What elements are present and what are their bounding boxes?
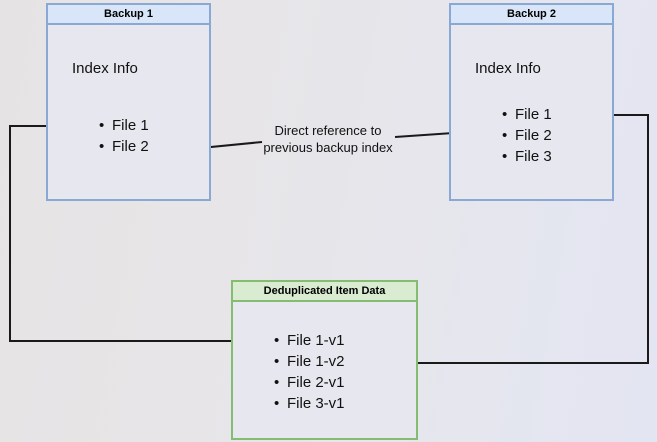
dedup-file-list: File 1-v1 File 1-v2 File 2-v1 File 3-v1 bbox=[274, 330, 345, 414]
backup1-file-list: File 1 File 2 bbox=[99, 115, 149, 157]
list-item[interactable]: File 1-v1 bbox=[274, 330, 345, 351]
box-backup2-body: Index Info File 1 File 2 File 3 bbox=[451, 25, 612, 199]
list-item[interactable]: File 3 bbox=[502, 146, 552, 167]
box-backup1-body: Index Info File 1 File 2 bbox=[48, 25, 209, 199]
box-dedup-body: File 1-v1 File 1-v2 File 2-v1 File 3-v1 bbox=[233, 302, 416, 438]
list-item[interactable]: File 2 bbox=[99, 136, 149, 157]
list-item[interactable]: File 1 bbox=[99, 115, 149, 136]
connector-label-direct-reference: Direct reference to previous backup inde… bbox=[263, 123, 393, 155]
box-backup2[interactable]: Backup 2 Index Info File 1 File 2 File 3 bbox=[449, 3, 614, 201]
backup1-index-info-label: Index Info bbox=[72, 60, 138, 77]
list-item[interactable]: File 3-v1 bbox=[274, 393, 345, 414]
box-backup1-title: Backup 1 bbox=[48, 5, 209, 25]
list-item[interactable]: File 2 bbox=[502, 125, 552, 146]
list-item[interactable]: File 1-v2 bbox=[274, 351, 345, 372]
backup2-file-list: File 1 File 2 File 3 bbox=[502, 104, 552, 167]
box-backup2-title: Backup 2 bbox=[451, 5, 612, 25]
box-backup1[interactable]: Backup 1 Index Info File 1 File 2 bbox=[46, 3, 211, 201]
backup2-index-info-label: Index Info bbox=[475, 60, 541, 77]
box-deduplicated-item-data[interactable]: Deduplicated Item Data File 1-v1 File 1-… bbox=[231, 280, 418, 440]
box-dedup-title: Deduplicated Item Data bbox=[233, 282, 416, 302]
list-item[interactable]: File 1 bbox=[502, 104, 552, 125]
list-item[interactable]: File 2-v1 bbox=[274, 372, 345, 393]
